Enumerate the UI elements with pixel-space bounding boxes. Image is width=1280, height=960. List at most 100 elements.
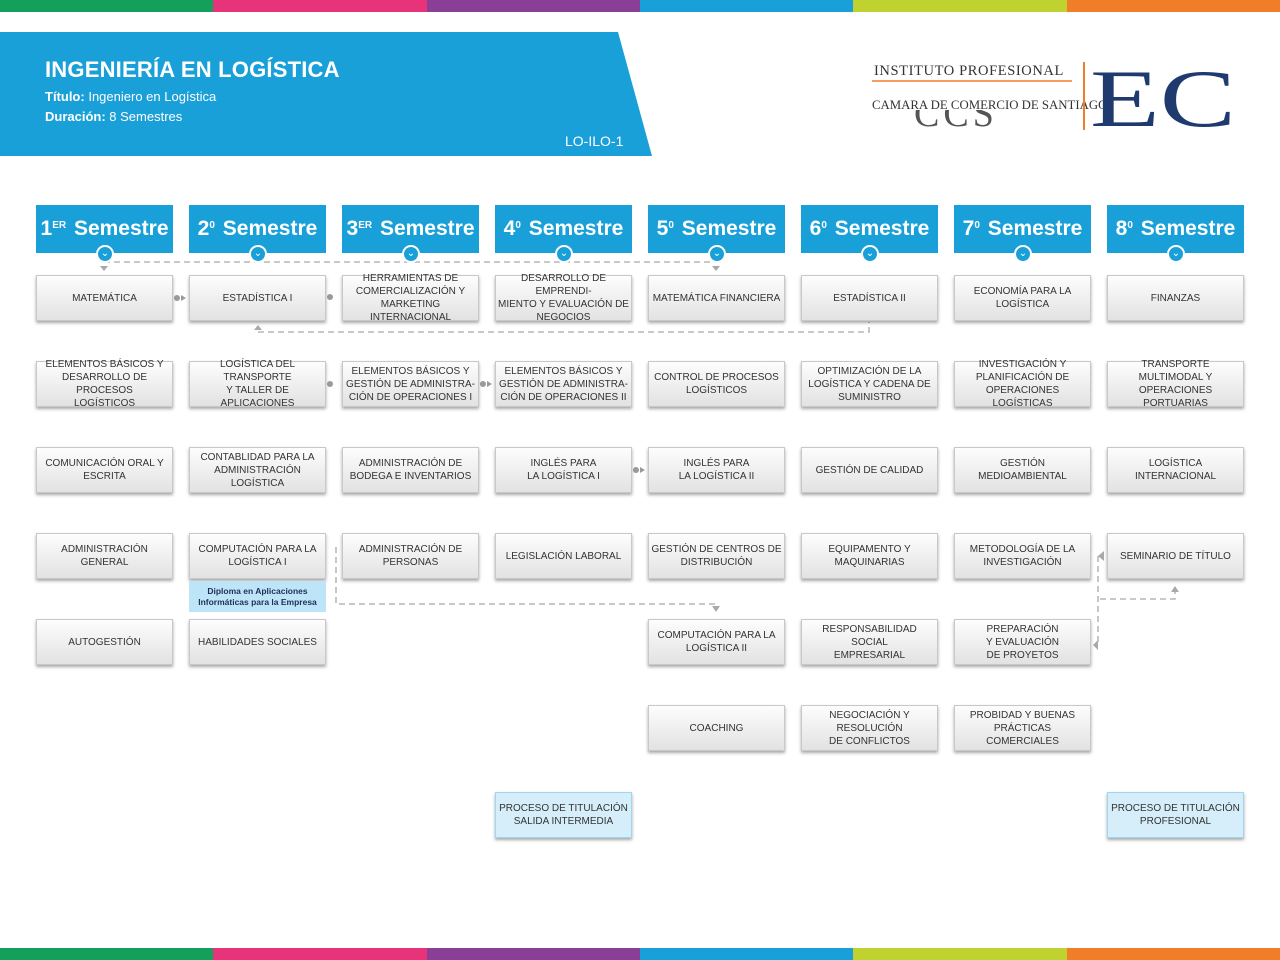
arrow-head [712,266,720,271]
chevron-down-icon: ⌄ [402,245,420,263]
course-box-equipamiento: EQUIPAMENTO Y MAQUINARIAS [801,533,938,579]
course-box-metodologia: METODOLOGÍA DE LA INVESTIGACIÓN [954,533,1091,579]
logo-text-band [870,97,1074,110]
course-box-transporte-multimodal: TRANSPORTE MULTIMODAL Y OPERACIONES PORT… [1107,359,1244,409]
connector-dot [174,295,180,301]
chevron-down-icon: ⌄ [249,245,267,263]
arrow-head [487,381,492,387]
course-box-operaciones-2: ELEMENTOS BÁSICOS Y GESTIÓN DE ADMINISTR… [495,361,632,407]
course-box-habilidades-sociales: HABILIDADES SOCIALES [189,619,326,665]
course-box-matematica: MATEMÁTICA [36,275,173,321]
course-box-computacion-1: COMPUTACIÓN PARA LA LOGÍSTICA I [189,533,326,579]
connector-line [1100,590,1176,600]
semester-number: 7 [962,217,975,240]
chevron-down-icon: ⌄ [555,245,573,263]
chevron-down-icon: ⌄ [1167,245,1185,263]
course-box-finanzas: FINANZAS [1107,275,1244,321]
semester-number: 5 [656,217,669,240]
course-box-estadistica-2: ESTADÍSTICA II [801,275,938,321]
arrow-head [1171,586,1179,592]
course-box-negociacion: NEGOCIACIÓN Y RESOLUCIÓN DE CONFLICTOS [801,705,938,751]
stripe-lime [853,0,1067,12]
course-box-emprendimiento: DESARROLLO DE EMPRENDI- MIENTO Y EVALUAC… [495,273,632,323]
semester-suffix: 0 [515,219,521,231]
course-box-administracion-personas: ADMINISTRACIÓN DE PERSONAS [342,533,479,579]
course-box-control-procesos: CONTROL DE PROCESOS LOGÍSTICOS [648,361,785,407]
semester-label: Semestre [1140,217,1236,240]
course-box-elementos-basicos-procesos: ELEMENTOS BÁSICOS Y DESARROLLO DE PROCES… [36,359,173,409]
program-title: INGENIERÍA EN LOGÍSTICA [45,57,340,82]
institute-logo: INSTITUTO PROFESIONAL CCS CAMARA DE COME… [870,60,1236,132]
diploma-note: Diploma en Aplicaciones Informáticas par… [189,581,326,612]
connector-dot [327,381,333,387]
semester-number: 6 [809,217,822,240]
stripe-green [0,0,214,12]
stripe-orange [1066,948,1280,960]
course-box-comunicacion-oral: COMUNICACIÓN ORAL Y ESCRITA [36,447,173,493]
connector-line [335,547,716,605]
course-box-seminario-titulo: SEMINARIO DE TÍTULO [1107,533,1244,579]
chevron-down-icon: ⌄ [1014,245,1032,263]
arrow-head [712,606,720,612]
semester-label: Semestre [528,217,624,240]
course-box-titulacion-profesional: PROCESO DE TITULACIÓN PROFESIONAL [1107,792,1244,838]
semester-label: Semestre [681,217,777,240]
semester-suffix: ER [358,219,373,231]
arrow-head [254,325,262,330]
connector-line [258,322,870,333]
course-box-logistica-internacional: LOGÍSTICA INTERNACIONAL [1107,447,1244,493]
stripe-blue [639,948,854,960]
semester-label: Semestre [834,217,930,240]
semester-label: Semestre [222,217,318,240]
logo-line2: CAMARA DE COMERCIO DE SANTIAGO [872,98,1107,112]
semester-suffix: 0 [821,219,827,231]
course-box-estadistica-1: ESTADÍSTICA I [189,275,326,321]
header-banner [0,32,652,156]
semester-number: 4 [503,217,516,240]
degree-title-label: Título: [45,89,85,104]
semester-label: Semestre [987,217,1083,240]
stripe-purple [426,948,640,960]
arrow-head [640,467,645,473]
course-box-herramientas-comercializacion: HERRAMIENTAS DE COMERCIALIZACIÓN Y MARKE… [342,273,479,323]
arrow-head [181,295,186,301]
stripe-lime [853,948,1067,960]
stripe-blue [639,0,854,12]
arrow-head [1093,640,1098,650]
duration-line: Duración: 8 Semestres [45,109,182,124]
connector-dot [327,294,333,300]
course-box-administracion-general: ADMINISTRACIÓN GENERAL [36,533,173,579]
arrow-head [1098,551,1104,561]
course-box-contabilidad: CONTABLIDAD PARA LA ADMINISTRACIÓN LOGÍS… [189,447,326,493]
course-box-centros-distribucion: GESTIÓN DE CENTROS DE DISTRIBUCIÓN [648,533,785,579]
connector-dot [480,381,486,387]
chevron-down-icon: ⌄ [708,245,726,263]
semester-label: Semestre [73,217,169,240]
degree-title-line: Título: Ingeniero en Logística [45,89,216,104]
course-box-gestion-calidad: GESTIÓN DE CALIDAD [801,447,938,493]
course-box-matematica-financiera: MATEMÁTICA FINANCIERA [648,275,785,321]
semester-suffix: 0 [1127,219,1133,231]
chevron-down-icon: ⌄ [96,245,114,263]
connector-dot [633,467,639,473]
course-box-computacion-2: COMPUTACIÓN PARA LA LOGÍSTICA II [648,619,785,665]
stripe-green [0,948,214,960]
semester-number: 2 [197,217,210,240]
semester-suffix: 0 [668,219,674,231]
stripe-orange [1066,0,1280,12]
stripe-purple [426,0,640,12]
semester-suffix: ER [52,219,67,231]
logo-line1: INSTITUTO PROFESIONAL [874,63,1064,79]
semester-number: 3 [346,217,359,240]
course-box-economia: ECONOMÍA PARA LA LOGÍSTICA [954,275,1091,321]
course-box-proyectos: PREPARACIÓN Y EVALUACIÓN DE PROYETOS [954,619,1091,665]
bottom-color-stripe [0,948,1280,960]
chevron-down-icon: ⌄ [861,245,879,263]
course-box-legislacion-laboral: LEGISLACIÓN LABORAL [495,533,632,579]
top-color-stripe [0,0,1280,12]
duration-value: 8 Semestres [109,109,183,124]
stripe-pink [213,948,427,960]
